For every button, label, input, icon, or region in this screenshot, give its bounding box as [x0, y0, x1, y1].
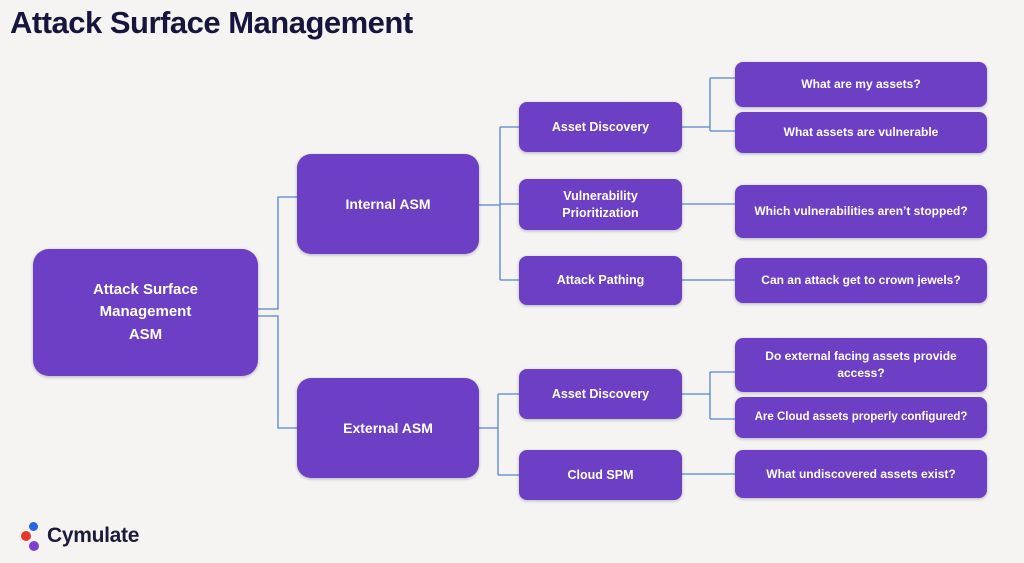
node-attack-pathing: Attack Pathing [519, 256, 682, 305]
node-external-asm: External ASM [297, 378, 479, 478]
node-label: Are Cloud assets properly configured? [754, 411, 968, 424]
connector-root-internal [258, 196, 297, 310]
node-cloud-configured: Are Cloud assets properly configured? [735, 397, 987, 438]
node-cloud-spm: Cloud SPM [519, 450, 682, 500]
logo-dot-purple-icon [29, 541, 39, 551]
node-root-asm: Attack Surface Management ASM [33, 249, 258, 376]
node-label: What undiscovered assets exist? [766, 466, 956, 481]
node-vulnerability-prioritization: Vulnerability Prioritization [519, 179, 682, 230]
node-root-sublabel: ASM [128, 325, 163, 343]
connector-internal-assetdiscovery-fanout [682, 77, 735, 132]
logo-dot-red-icon [21, 531, 31, 541]
connector-external-assetdiscovery-fanout [682, 371, 735, 420]
connector-external-fanout [479, 393, 519, 476]
node-label: What are my assets? [801, 77, 921, 92]
node-external-asset-discovery: Asset Discovery [519, 369, 682, 419]
node-what-assets-are-vulnerable: What assets are vulnerable [735, 112, 987, 153]
page-title: Attack Surface Management [10, 5, 413, 40]
connector-root-external [258, 315, 297, 429]
node-crown-jewels: Can an attack get to crown jewels? [735, 258, 987, 303]
node-label: What assets are vulnerable [783, 125, 939, 140]
node-label: Asset Discovery [551, 119, 650, 134]
node-label: Do external facing assets provide access… [765, 349, 957, 380]
node-undiscovered-assets: What undiscovered assets exist? [735, 450, 987, 498]
node-external-facing-access: Do external facing assets provide access… [735, 338, 987, 392]
node-what-are-my-assets: What are my assets? [735, 62, 987, 107]
node-label: Cloud SPM [567, 467, 634, 482]
node-label: Asset Discovery [551, 386, 650, 401]
cymulate-logo: Cymulate [18, 518, 198, 556]
logo-text: Cymulate [47, 524, 140, 547]
node-label: Which vulnerabilities aren’t stopped? [754, 204, 968, 219]
node-which-vulnerabilities-arent-stopped: Which vulnerabilities aren’t stopped? [735, 185, 987, 238]
node-label: Internal ASM [345, 196, 431, 212]
connector-internal-fanout [479, 126, 519, 281]
node-label: Can an attack get to crown jewels? [761, 273, 961, 288]
node-internal-asset-discovery: Asset Discovery [519, 102, 682, 152]
node-internal-asm: Internal ASM [297, 154, 479, 254]
node-label: External ASM [343, 420, 433, 436]
node-label: Attack Pathing [556, 273, 645, 288]
node-label: Vulnerability Prioritization [562, 188, 639, 220]
node-root-label: Attack Surface Management [92, 280, 199, 321]
logo-dot-blue-icon [29, 522, 38, 531]
